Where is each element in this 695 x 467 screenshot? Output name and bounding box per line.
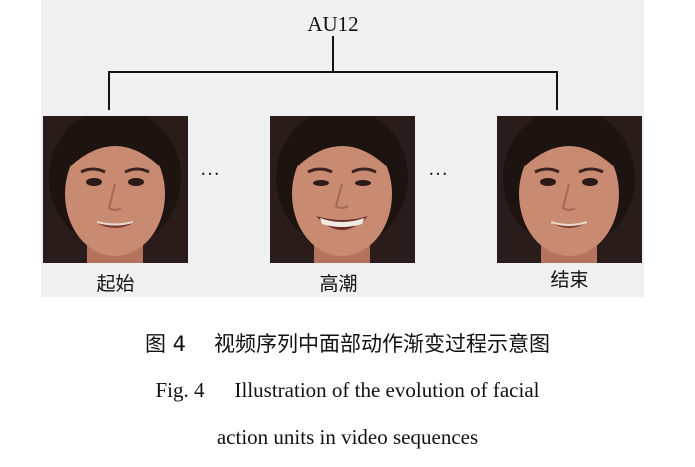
face-photo-apex <box>270 116 415 263</box>
label-apex: 高潮 <box>319 273 358 295</box>
tree-connector-lines <box>108 36 558 110</box>
ellipsis-2: … <box>428 158 450 180</box>
caption-cn-number: 图 4 <box>144 332 187 356</box>
au12-root-label: AU12 <box>307 12 359 36</box>
ellipsis-1: … <box>200 158 222 180</box>
caption-english-line2: action units in video sequences <box>216 425 479 449</box>
caption-cn-text: 视频序列中面部动作渐变过程示意图 <box>214 332 551 356</box>
face-photo-offset <box>497 116 642 263</box>
label-onset: 起始 <box>96 273 135 295</box>
face-photo-onset <box>43 116 188 263</box>
caption-english-line1: Fig. 4 Illustration of the evolution of f… <box>0 376 695 404</box>
caption-en-number: Fig. 4 <box>155 378 205 402</box>
caption-chinese: 图 4 视频序列中面部动作渐变过程示意图 <box>0 330 695 358</box>
label-offset: 结束 <box>550 269 589 291</box>
caption-en-text-1: Illustration of the evolution of facial <box>234 378 540 402</box>
